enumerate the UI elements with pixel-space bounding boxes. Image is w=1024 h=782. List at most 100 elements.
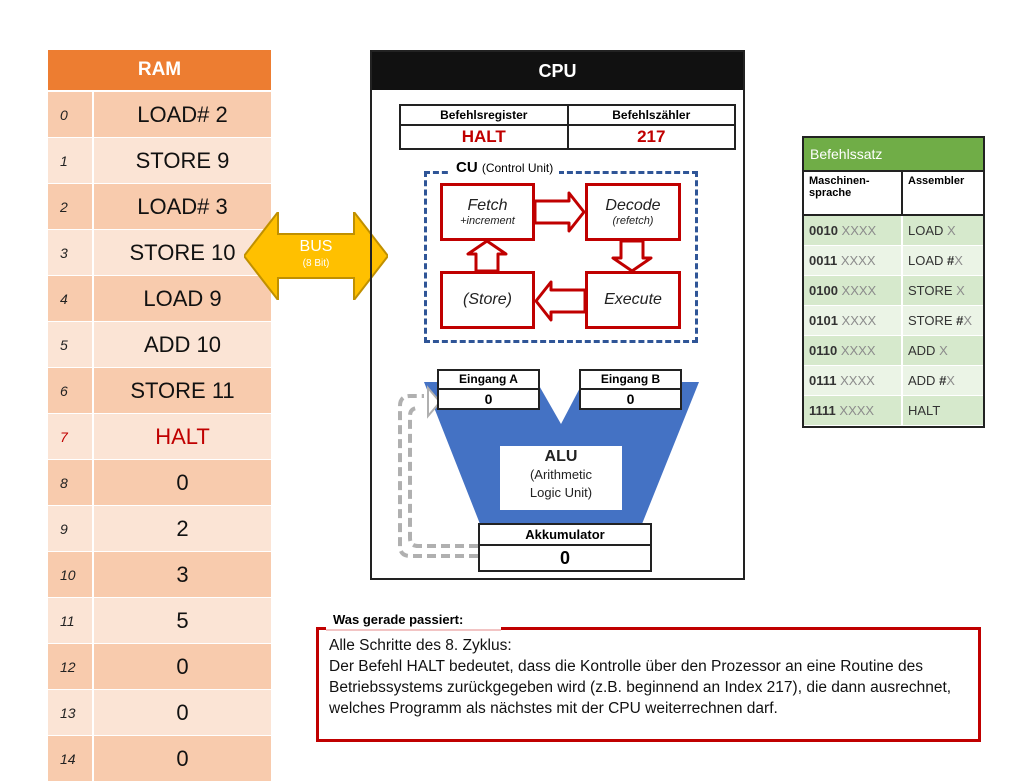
ram-address: 14 [48, 736, 94, 781]
akkumulator-value: 0 [559, 548, 570, 568]
status-heading: Alle Schritte des 8. Zyklus: [329, 637, 512, 654]
assembler-cell: HALT [902, 395, 983, 426]
machine-code-cell: 1111 XXXX [804, 395, 903, 426]
cpu-panel: CPU Befehlsregister Befehlszähler HALT 2… [370, 50, 745, 580]
ram-cell-value: LOAD 9 [143, 285, 222, 311]
ram-cell-value: 0 [176, 699, 189, 725]
machine-code-cell: 0010 XXXX [804, 215, 903, 246]
execute-label: Execute [604, 291, 662, 308]
status-box: Alle Schritte des 8. Zyklus: Der Befehl … [316, 627, 981, 742]
cu-step-store: (Store) [440, 271, 535, 329]
ram-address: 8 [48, 460, 94, 505]
ram-address: 7 [48, 414, 94, 459]
ram-cell-value: 5 [176, 607, 189, 633]
alu-title: ALU [544, 448, 578, 465]
mnemonic: LOAD [908, 222, 948, 238]
col-assembler: Assembler [902, 171, 983, 216]
operand-placeholder: XXXX [837, 312, 877, 328]
ram-table: RAM 0 LOAD# 2 1 STORE 9 2 LOAD# 3 3 STORE 10 4 LO… [48, 50, 271, 782]
eingang-a: Eingang A 0 [437, 369, 540, 410]
ram-row: 13 0 [48, 690, 271, 736]
mnemonic: STORE [908, 282, 957, 298]
alu-line-2: Logic Unit) [529, 485, 593, 500]
assembler-cell: LOAD X [902, 215, 983, 246]
machine-code-cell: 0101 XXXX [804, 305, 903, 336]
opcode: 0101 [809, 312, 838, 328]
befehlszaehler-label: Befehlszähler [566, 104, 736, 126]
eingang-b-value: 0 [626, 391, 635, 407]
eingang-a-value: 0 [484, 391, 493, 407]
ram-cell-value: STORE 10 [129, 239, 236, 265]
ram-address: 0 [48, 92, 94, 137]
assembler-cell: ADD #X [902, 365, 983, 396]
control-unit-title: CU (Control Unit) [450, 159, 560, 176]
argument: #X [947, 252, 963, 268]
akkumulator-label: Akkumulator [480, 525, 650, 546]
ram-row: 3 STORE 10 [48, 230, 271, 276]
ram-address: 1 [48, 138, 94, 183]
ram-address: 11 [48, 598, 94, 643]
ram-address: 6 [48, 368, 94, 413]
bus-title: BUS [299, 238, 333, 255]
alu-line-1: (Arithmetic [529, 467, 593, 482]
ram-cell-value: 0 [176, 469, 189, 495]
status-text: Der Befehl HALT bedeutet, dass die Kontr… [329, 658, 952, 717]
ram-row: 1 STORE 9 [48, 138, 271, 184]
cu-step-decode: Decode (refetch) [585, 183, 681, 241]
bus-arrow: BUS (8 Bit) [242, 209, 390, 303]
ram-address: 13 [48, 690, 94, 735]
fetch-note: +increment [460, 215, 515, 227]
cu-step-fetch: Fetch +increment [440, 183, 535, 241]
instruction-set-table: Befehlssatz Maschinen-sprache Assembler … [802, 136, 985, 428]
alu-label: ALU (Arithmetic Logic Unit) [500, 446, 622, 510]
assembler-cell: STORE X [902, 275, 983, 306]
operand-placeholder: XXXX [837, 342, 876, 358]
ram-row: 0 LOAD# 2 [48, 92, 271, 138]
ram-rows: 0 LOAD# 2 1 STORE 9 2 LOAD# 3 3 STORE 10 4 LOAD 9… [48, 92, 271, 782]
store-label: (Store) [463, 291, 512, 308]
ram-cell-value: STORE 9 [135, 147, 230, 173]
ram-title: RAM [48, 50, 271, 92]
ram-cell-value: LOAD# 3 [137, 193, 228, 219]
status-label: Was gerade passiert: [326, 609, 501, 631]
operand-placeholder: XXXX [837, 252, 876, 268]
ram-address: 3 [48, 230, 94, 275]
mnemonic: ADD [908, 372, 940, 388]
mnemonic: LOAD [908, 252, 948, 268]
ram-address: 5 [48, 322, 94, 367]
machine-code-cell: 0100 XXXX [804, 275, 903, 306]
register-table: Befehlsregister Befehlszähler HALT 217 [399, 104, 736, 150]
eingang-b: Eingang B 0 [579, 369, 682, 410]
befehlszaehler-value: 217 [566, 124, 736, 150]
opcode: 0111 [809, 372, 837, 388]
ram-address: 4 [48, 276, 94, 321]
decode-label: Decode [605, 197, 661, 214]
assembler-cell: STORE #X [902, 305, 983, 336]
ram-address: 9 [48, 506, 94, 551]
opcode: 0010 [809, 222, 838, 238]
eingang-a-label: Eingang A [439, 371, 538, 390]
ram-cell-value: LOAD# 2 [137, 101, 228, 127]
instruction-set-title: Befehlssatz [804, 138, 983, 172]
ram-row: 2 LOAD# 3 [48, 184, 271, 230]
ram-address: 2 [48, 184, 94, 229]
cu-cycle-arrows-icon [466, 191, 653, 322]
bus-label: BUS (8 Bit) [244, 238, 388, 272]
argument: X [947, 222, 956, 238]
col-maschinensprache: Maschinen-sprache [804, 171, 903, 216]
cu-step-execute: Execute [585, 271, 681, 329]
opcode: 0011 [809, 252, 838, 268]
ram-address: 12 [48, 644, 94, 689]
machine-code-cell: 0011 XXXX [804, 245, 903, 276]
